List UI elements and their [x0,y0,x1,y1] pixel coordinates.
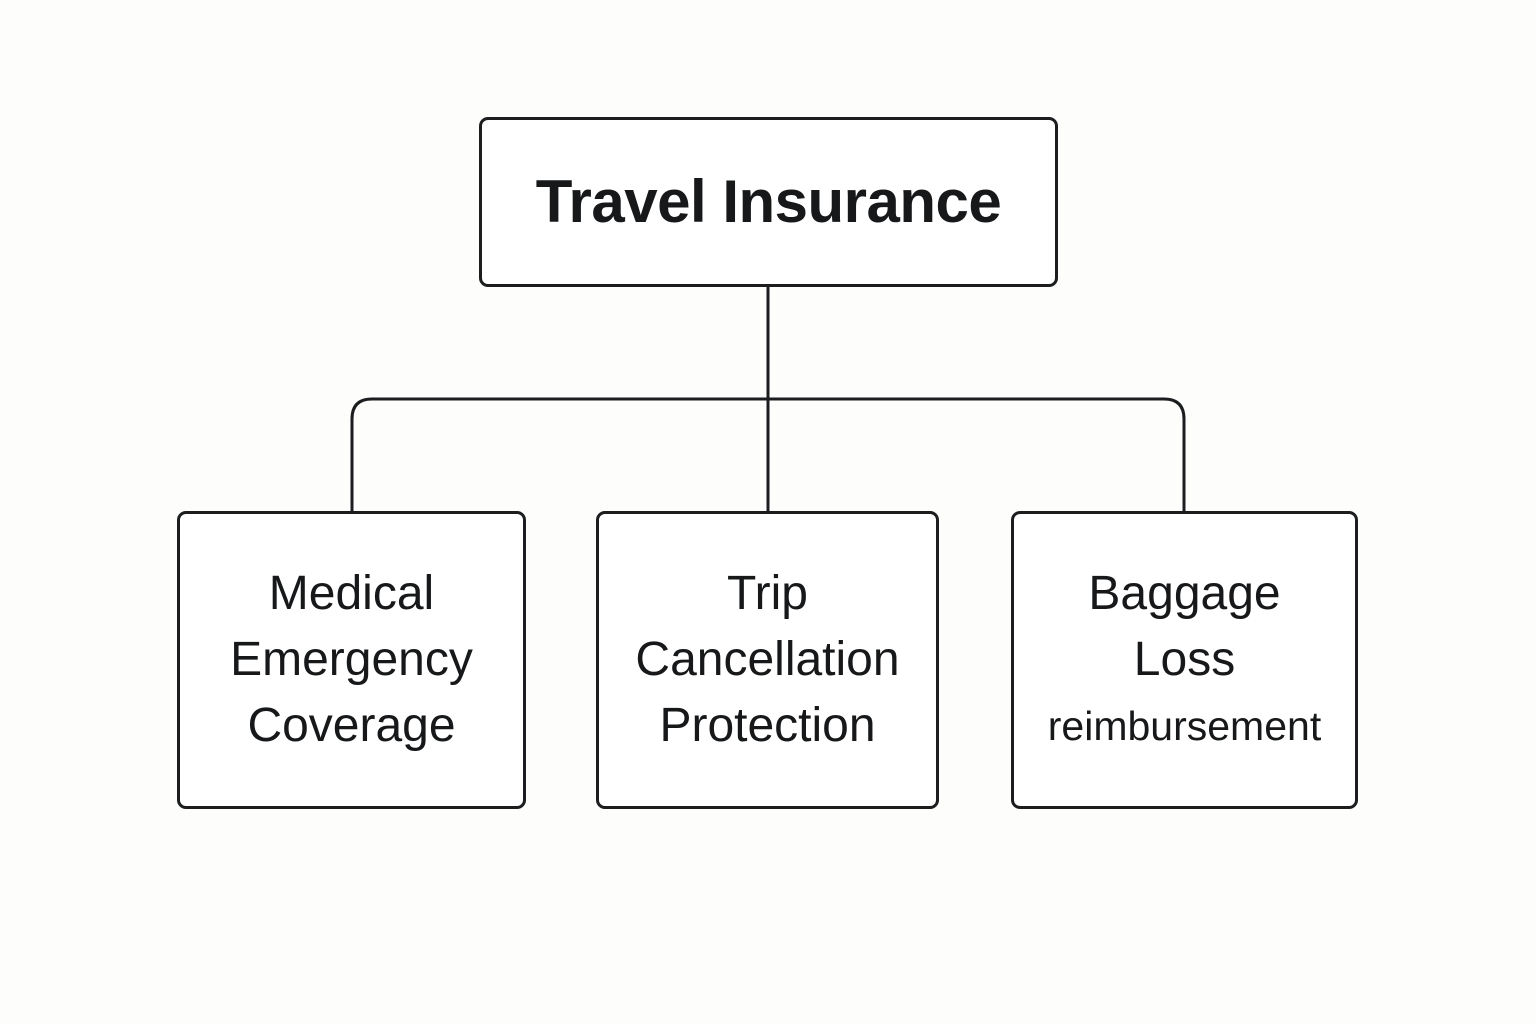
child-node-medical-emergency-coverage: Medical Emergency Coverage [177,511,526,809]
child-node-label-line: Trip [727,567,808,620]
child-node-label-line: Loss [1133,633,1236,686]
child-node-label-line: Cancellation [635,633,900,686]
connector-root-to-medical [350,397,768,511]
root-node-travel-insurance: Travel Insurance [479,117,1058,287]
child-node-label-line: Medical [268,567,435,620]
child-node-trip-cancellation-protection: Trip Cancellation Protection [596,511,939,809]
child-node-label-line: Protection [659,699,876,752]
child-node-label-line: Coverage [247,699,456,752]
child-node-label-line: reimbursement [1047,703,1322,749]
child-node-label-line: Baggage [1088,567,1281,620]
child-node-label-line: Emergency [230,633,473,686]
child-node-baggage-loss-reimbursement: Baggage Loss reimbursement [1011,511,1358,809]
connector-root-to-baggage [768,397,1186,511]
root-node-label: Travel Insurance [535,168,1002,235]
